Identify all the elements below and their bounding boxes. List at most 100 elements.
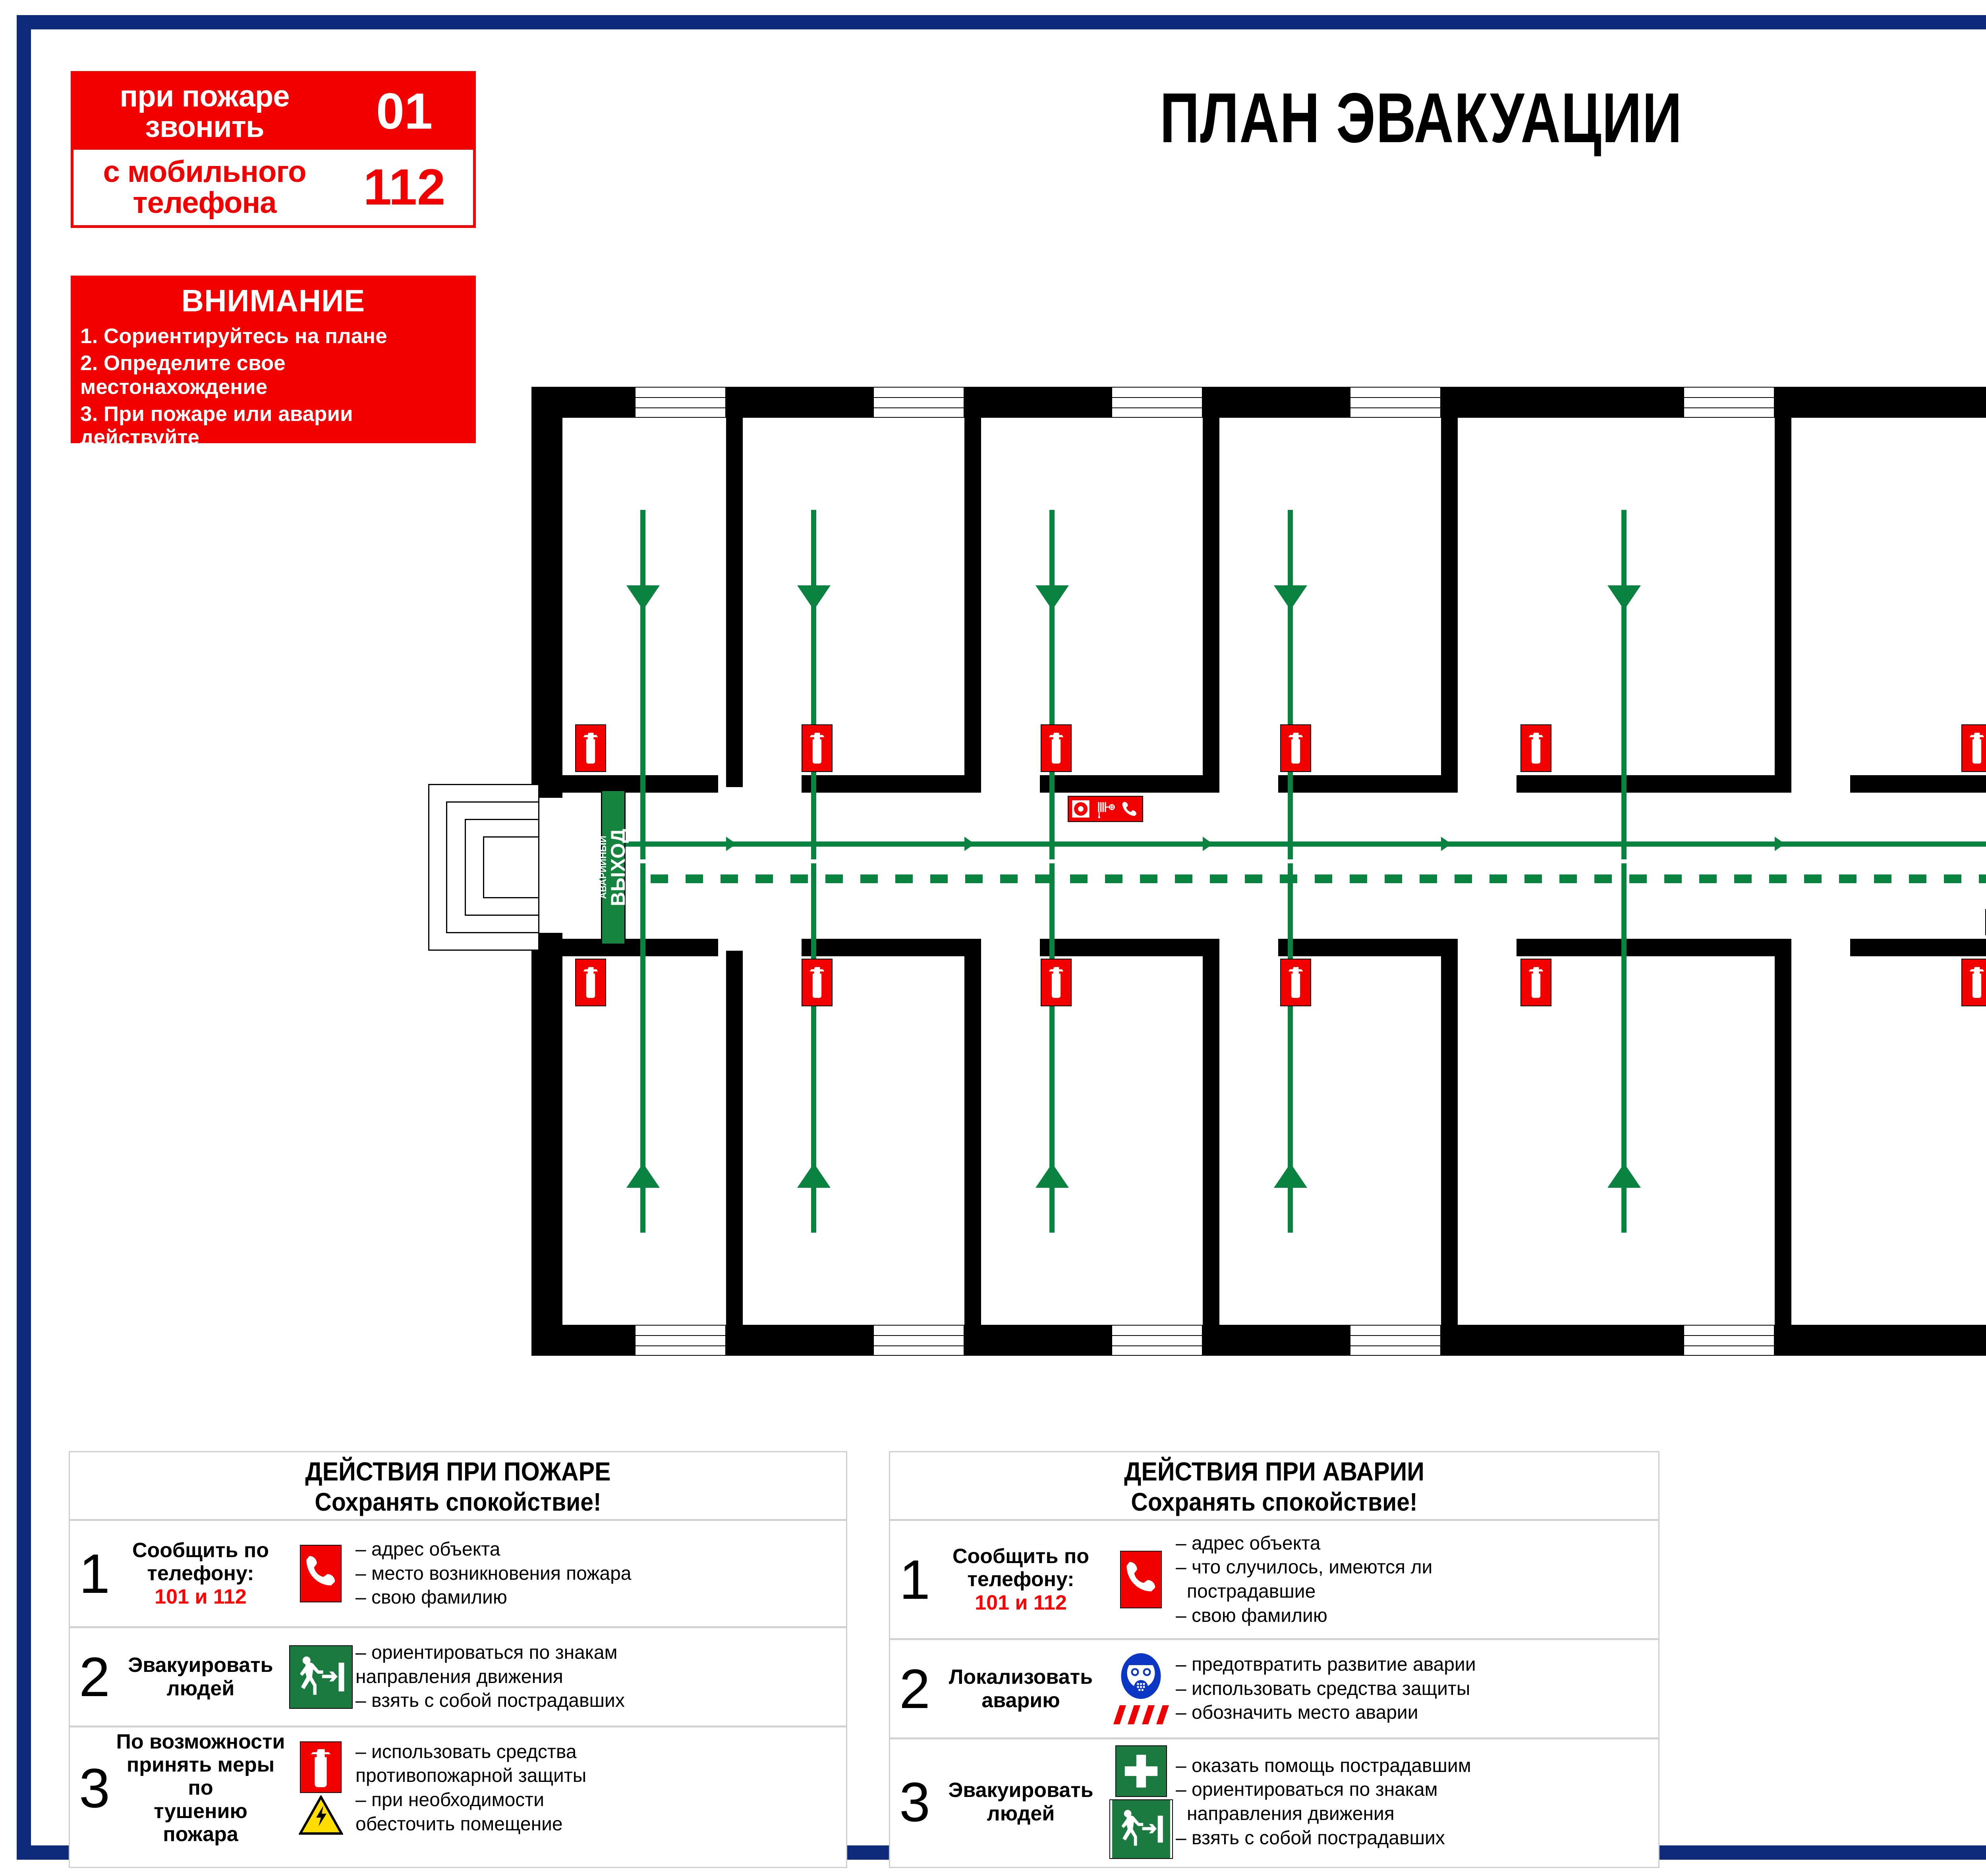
row-icons [286, 1545, 355, 1602]
window-bottom [1350, 1325, 1441, 1356]
route-main-corridor [623, 841, 1986, 847]
corridor-wall-lower [1517, 939, 1791, 956]
window-top [1111, 387, 1203, 418]
row-icons [1106, 1745, 1176, 1859]
bullet: – оказать помощь пострадавшим [1176, 1755, 1471, 1776]
bullet: – использовать средства защиты [1176, 1678, 1470, 1699]
row-icons [1106, 1653, 1176, 1724]
row-phone-number: 101 и 112 [155, 1585, 247, 1608]
route-chevron-right [964, 830, 985, 858]
floor-plan: АВАРИЙНЫЙ ВЫХОД ВЫХОД [428, 387, 1986, 1356]
attention-item-text-cont: по инструкции [102, 449, 255, 473]
route-vertical-lower [811, 863, 816, 1233]
exit-sign-left-text: АВАРИЙНЫЙ ВЫХОД [598, 828, 629, 906]
route-arrow-up [797, 1163, 831, 1188]
attention-item: 3. При пожаре или аварии действуйте по и… [80, 402, 466, 473]
row-label-line1: Сообщить по [132, 1539, 269, 1562]
corridor-wall-upper [802, 775, 981, 793]
bullet: – при необходимости [355, 1789, 545, 1810]
partition-upper [964, 418, 981, 787]
window-bottom [1111, 1325, 1203, 1356]
table-row: 1 Сообщить по телефону: 101 и 112 – адре… [890, 1519, 1658, 1638]
row-label: Сообщить по телефону: 101 и 112 [935, 1545, 1106, 1614]
bullet: – обозначить место аварии [1176, 1702, 1418, 1724]
row-icons [286, 1741, 355, 1835]
table-row: 3 По возможности принять меры по тушению… [70, 1725, 846, 1849]
partition-lower [1203, 951, 1219, 1325]
first-aid-sign-icon [1115, 1745, 1167, 1797]
route-arrow-up [1274, 1163, 1307, 1188]
row-label-line2: телефону: [967, 1568, 1074, 1591]
emergency-number-01: 01 [376, 83, 433, 140]
route-vertical-lower [1288, 863, 1293, 1233]
phone-sign-icon [300, 1545, 342, 1602]
accident-actions-table: ДЕЙСТВИЯ ПРИ АВАРИИ Сохранять спокойстви… [889, 1451, 1660, 1868]
fire-alarm-button-icon [1068, 797, 1093, 821]
row-label: По возможности принять меры по тушению п… [115, 1730, 286, 1846]
route-vertical-upper [1049, 510, 1055, 859]
bullet: – взять с собой пострадавших [355, 1690, 625, 1712]
route-vertical-upper [640, 510, 645, 859]
accident-actions-subtitle: Сохранять спокойствие! [1131, 1488, 1418, 1516]
window-top [873, 387, 964, 418]
route-vertical-upper [1288, 510, 1293, 859]
bullet: направления движения [1187, 1803, 1395, 1824]
emergency-number-112: 112 [363, 158, 446, 216]
route-vertical-upper [1621, 510, 1627, 859]
bullet: – адрес объекта [1176, 1532, 1321, 1554]
route-vertical-upper [811, 510, 816, 859]
route-arrow-up [1036, 1163, 1069, 1188]
window-top [1350, 387, 1441, 418]
extinguisher-icon [1041, 724, 1072, 772]
fire-equipment-panel [1068, 796, 1143, 822]
exit-running-man-sign-icon [289, 1645, 353, 1709]
row-number: 2 [79, 1645, 110, 1708]
bullet: – ориентироваться по знакам [355, 1642, 618, 1664]
row-label-line1: Эвакуировать [128, 1654, 273, 1677]
partition-upper [1441, 418, 1458, 787]
fire-actions-table: ДЕЙСТВИЯ ПРИ ПОЖАРЕ Сохранять спокойстви… [69, 1451, 847, 1868]
extinguisher-icon [1280, 724, 1311, 772]
partition-lower [1775, 951, 1791, 1325]
route-reserve-corridor [651, 874, 1986, 883]
row-phone-number: 101 и 112 [975, 1591, 1067, 1614]
route-chevron-right [1441, 830, 1462, 858]
route-arrow-up [1607, 1163, 1641, 1188]
route-arrow-down [1607, 585, 1641, 610]
row-bullets: – использовать средства противопожарной … [355, 1739, 844, 1837]
row-icons [1106, 1551, 1176, 1608]
exit-sign-left-big: ВЫХОД [607, 828, 629, 906]
corridor-wall-upper [1517, 775, 1791, 793]
poster-frame: при пожаре звонить 01 с мобильного телеф… [17, 15, 1986, 1868]
emergency-call-mobile-line1: с мобильного [103, 155, 306, 189]
partition-upper [726, 418, 743, 787]
table-row: 2 Эвакуировать людей – ориентироваться п… [70, 1626, 846, 1725]
row-number: 1 [899, 1548, 930, 1611]
row-label-line2: телефону: [147, 1562, 254, 1585]
route-vertical-lower [1621, 863, 1627, 1233]
bullet: – место возникновения пожара [355, 1563, 632, 1584]
emergency-call-fire-row: при пожаре звонить 01 [73, 74, 473, 150]
partition-lower [1441, 951, 1458, 1325]
accident-actions-header: ДЕЙСТВИЯ ПРИ АВАРИИ Сохранять спокойстви… [890, 1452, 1658, 1519]
emergency-call-mobile-line2: телефона [133, 185, 276, 220]
extinguisher-icon [802, 959, 833, 1006]
extinguisher-icon [1520, 724, 1551, 772]
row-bullets: – ориентироваться по знакам направления … [355, 1640, 844, 1714]
extinguisher-icon [575, 724, 606, 772]
bullet: – адрес объекта [355, 1539, 500, 1560]
row-label: Эвакуировать людей [115, 1654, 286, 1700]
partition-lower [964, 951, 981, 1325]
extinguisher-icon [1520, 959, 1551, 1006]
emergency-call-fire-line1: при пожаре [120, 79, 290, 113]
bullet: обесточить помещение [355, 1813, 563, 1835]
window-bottom [635, 1325, 726, 1356]
extinguisher-icon [575, 959, 606, 1006]
bullet: пострадавшие [1187, 1581, 1316, 1602]
corridor-wall-upper [1040, 775, 1219, 793]
row-bullets: – оказать помощь пострадавшим – ориентир… [1176, 1753, 1656, 1851]
partition-upper [1203, 418, 1219, 787]
route-arrow-down [797, 585, 831, 610]
window-top [635, 387, 726, 418]
stairs-left [428, 784, 539, 951]
